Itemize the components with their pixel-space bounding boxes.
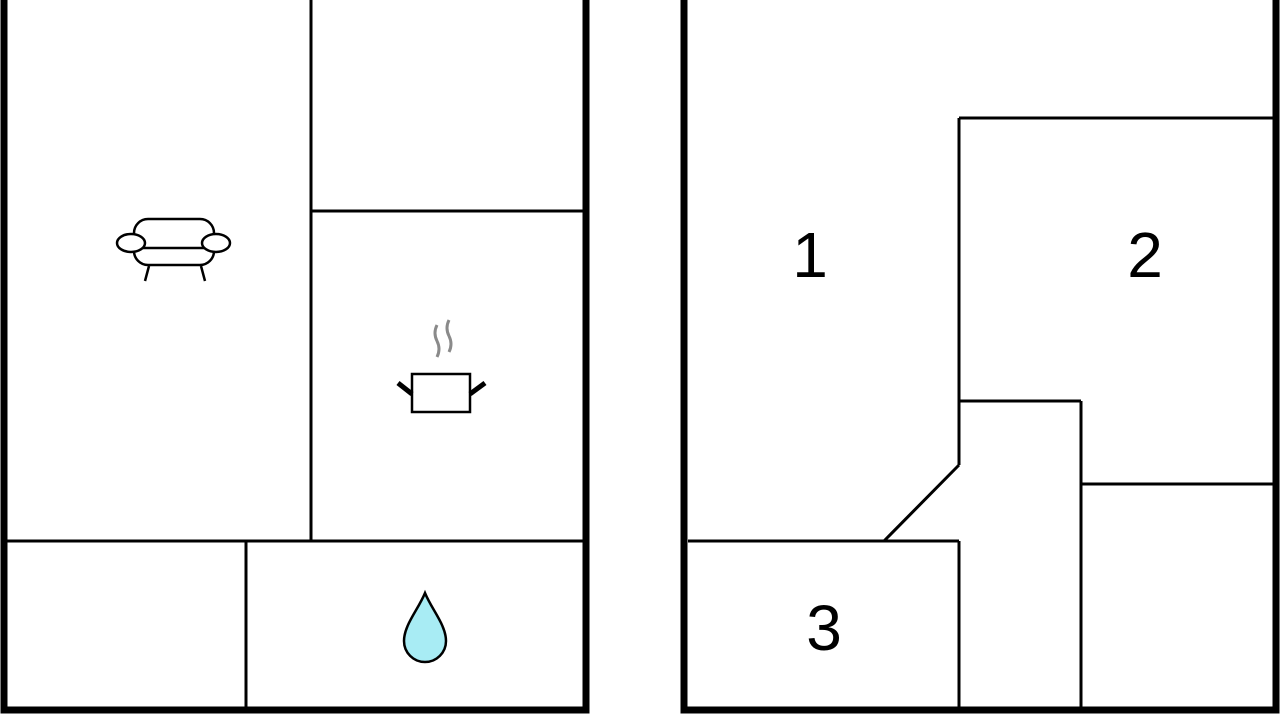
cooking-pot-icon [396, 319, 487, 414]
water-drop-icon [402, 589, 448, 664]
room-label-1: 1 [792, 219, 828, 291]
sofa-icon [115, 217, 232, 282]
outer-wall [0, 0, 590, 714]
wall [882, 463, 961, 543]
outer-wall [680, 0, 1280, 714]
ground-floor-plan [0, 0, 590, 714]
room-label-3: 3 [806, 592, 842, 664]
upper-floor-plan [680, 0, 1280, 714]
room-label-2: 2 [1127, 219, 1163, 291]
